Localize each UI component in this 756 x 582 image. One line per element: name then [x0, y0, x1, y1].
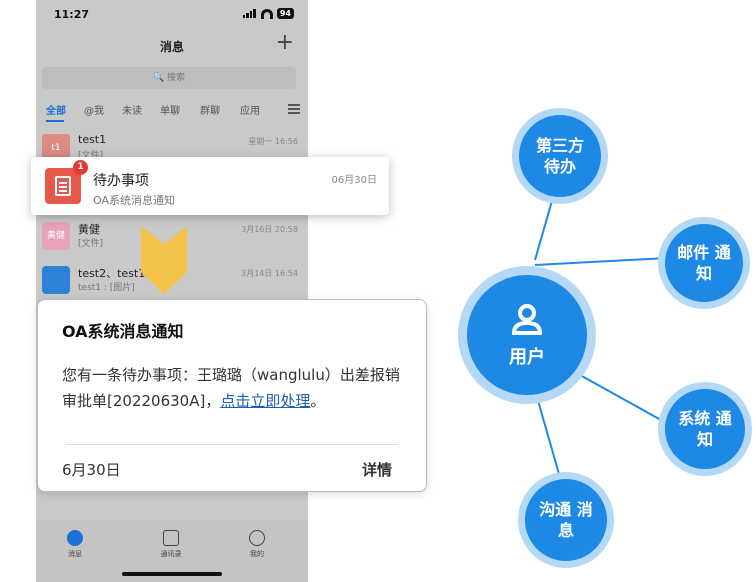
chat-preview: [文件] — [78, 151, 104, 161]
tab-mention[interactable]: @我 — [84, 106, 104, 117]
chat-item[interactable]: 黄健 黄健 [文件] 3月16日 20:58 — [36, 218, 308, 258]
todo-notification[interactable]: 1 待办事项 OA系统消息通知 06月30日 — [31, 157, 389, 215]
message-detail-card: OA系统消息通知 您有一条待办事项：王璐璐（wanglulu）出差报销审批单[2… — [37, 299, 427, 492]
notification-subtitle: OA系统消息通知 — [93, 194, 175, 207]
process-now-link[interactable]: 点击立即处理 — [220, 392, 311, 410]
status-icons: 94 — [242, 8, 294, 19]
divider — [66, 444, 398, 445]
chat-time: 3月16日 20:58 — [241, 225, 298, 234]
chat-name: test1 — [78, 133, 107, 146]
status-time: 11:27 — [54, 8, 90, 21]
message-tabs: 全部 @我 未读 单聊 群聊 应用 — [36, 102, 308, 124]
nav-messages[interactable]: 消息 — [50, 530, 100, 559]
chat-time: 星期一 16:56 — [248, 137, 298, 146]
battery-icon: 94 — [276, 8, 294, 19]
status-bar: 11:27 94 — [36, 0, 308, 28]
node-label: 沟通 消息 — [539, 500, 593, 540]
document-icon — [45, 168, 81, 204]
menu-icon[interactable] — [288, 104, 300, 114]
signal-icon — [242, 9, 257, 18]
channel-diagram: 第三方 待办 邮件 通知 系统 通知 沟通 消息 用户 — [440, 80, 756, 580]
tab-unread[interactable]: 未读 — [122, 106, 142, 117]
down-arrow-icon — [141, 226, 187, 294]
node-label: 系统 通知 — [678, 409, 732, 449]
home-indicator — [122, 572, 222, 576]
chat-preview: test1 : [图片] — [78, 283, 135, 293]
node-third-party-todo: 第三方 待办 — [512, 108, 608, 204]
card-body-text: 您有一条待办事项：王璐璐（wanglulu）出差报销审批单[20220630A]… — [62, 366, 400, 410]
node-email-notice: 邮件 通知 — [658, 217, 750, 309]
tab-group[interactable]: 群聊 — [200, 106, 220, 117]
chat-preview: [文件] — [78, 239, 104, 249]
wifi-icon — [260, 8, 273, 19]
unread-badge: 1 — [73, 160, 88, 175]
notification-title: 待办事项 — [93, 173, 149, 189]
group-avatar-icon — [42, 266, 70, 294]
card-body: 您有一条待办事项：王璐璐（wanglulu）出差报销审批单[20220630A]… — [62, 362, 407, 414]
chat-name: test2、test1、 — [78, 267, 157, 280]
contacts-icon — [163, 530, 179, 546]
notification-date: 06月30日 — [331, 175, 377, 186]
tab-apps[interactable]: 应用 — [240, 106, 260, 117]
node-system-notice: 系统 通知 — [658, 382, 752, 476]
tab-all[interactable]: 全部 — [46, 106, 66, 117]
add-button[interactable]: + — [275, 30, 294, 55]
chat-time: 3月14日 16:54 — [241, 269, 298, 278]
person-icon — [249, 530, 265, 546]
card-date: 6月30日 — [62, 461, 121, 479]
chat-name: 黄健 — [78, 223, 100, 236]
tab-single[interactable]: 单聊 — [160, 106, 180, 117]
nav-label: 消息 — [68, 550, 82, 558]
detail-button[interactable]: 详情 — [361, 461, 392, 479]
search-input[interactable]: 🔍 搜索 — [42, 67, 296, 89]
nav-me[interactable]: 我的 — [232, 530, 282, 559]
nav-bar: 消息 + — [36, 32, 308, 58]
nav-contacts[interactable]: 通讯录 — [146, 530, 196, 559]
tab-underline — [46, 120, 64, 122]
card-title: OA系统消息通知 — [62, 322, 184, 341]
bottom-nav: 消息 通讯录 我的 — [36, 520, 308, 582]
chat-bubble-icon — [67, 530, 83, 546]
page-title: 消息 — [159, 40, 184, 54]
nav-label: 我的 — [250, 550, 264, 558]
node-label: 用户 — [509, 346, 545, 368]
nav-label: 通讯录 — [160, 550, 182, 558]
node-label: 邮件 通知 — [677, 243, 731, 283]
user-icon — [511, 303, 543, 335]
node-user: 用户 — [458, 266, 596, 404]
node-label: 第三方 待办 — [535, 136, 584, 176]
chat-item[interactable]: test2、test1、 test1 : [图片] 3月14日 16:54 — [36, 262, 308, 302]
card-body-end: 。 — [310, 392, 326, 410]
avatar: 黄健 — [42, 222, 70, 250]
node-chat-message: 沟通 消息 — [518, 472, 614, 568]
